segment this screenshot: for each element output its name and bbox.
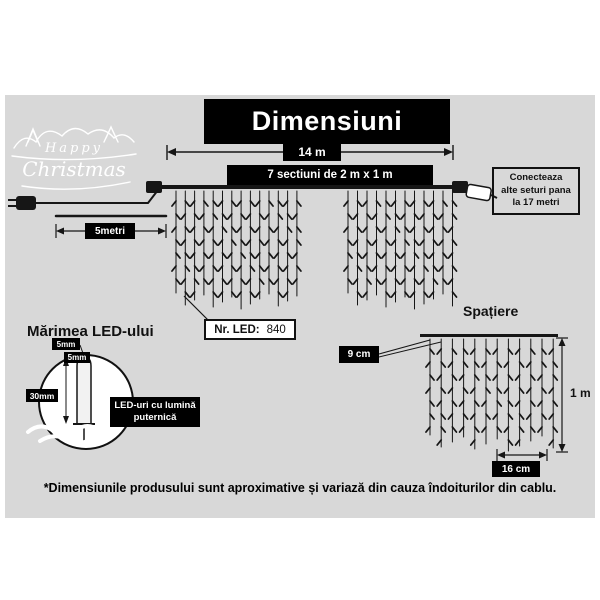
led-width-side-label: 5mm [64,352,90,363]
led-size-title: Mărimea LED-ului [27,323,154,340]
led-count-box: Nr. LED: 840 [204,319,296,340]
happy-christmas-logo: Happy Christmas [11,125,137,190]
footnote: *Dimensiunile produsului sunt aproximati… [43,481,557,495]
logo-word-happy: Happy [44,141,103,156]
connect-note-box: Conecteaza alte seturi pana la 17 metri [492,167,580,215]
led-note-box: LED-uri cu lumină puternică [110,397,200,427]
spacing-title: Spațiere [463,303,519,319]
led-gap-label: 16 cm [492,461,540,477]
led-count-label: Nr. LED: [214,323,260,336]
led-note-line: puternică [133,412,177,423]
page-title: Dimensiuni [204,99,450,144]
led-height-label: 30mm [26,389,58,402]
logo-word-christmas: Christmas [22,157,126,181]
sections-label: 7 sectiuni de 2 m x 1 m [227,165,433,185]
connect-note-line: alte seturi pana [501,184,571,196]
led-note-line: LED-uri cu lumină [114,400,196,412]
connect-note-line: la 17 metri [512,197,560,209]
total-width-label: 14 m [283,142,341,161]
winter-scene-sketch [11,125,137,190]
lead-length-label: 5metri [85,223,135,239]
led-width-top-label: 5mm [52,338,80,350]
strand-gap-label: 9 cm [339,346,379,363]
drop-height-label: 1 m [570,386,591,400]
led-count-value: 840 [266,323,286,336]
connect-note-line: Conecteaza [509,172,563,184]
